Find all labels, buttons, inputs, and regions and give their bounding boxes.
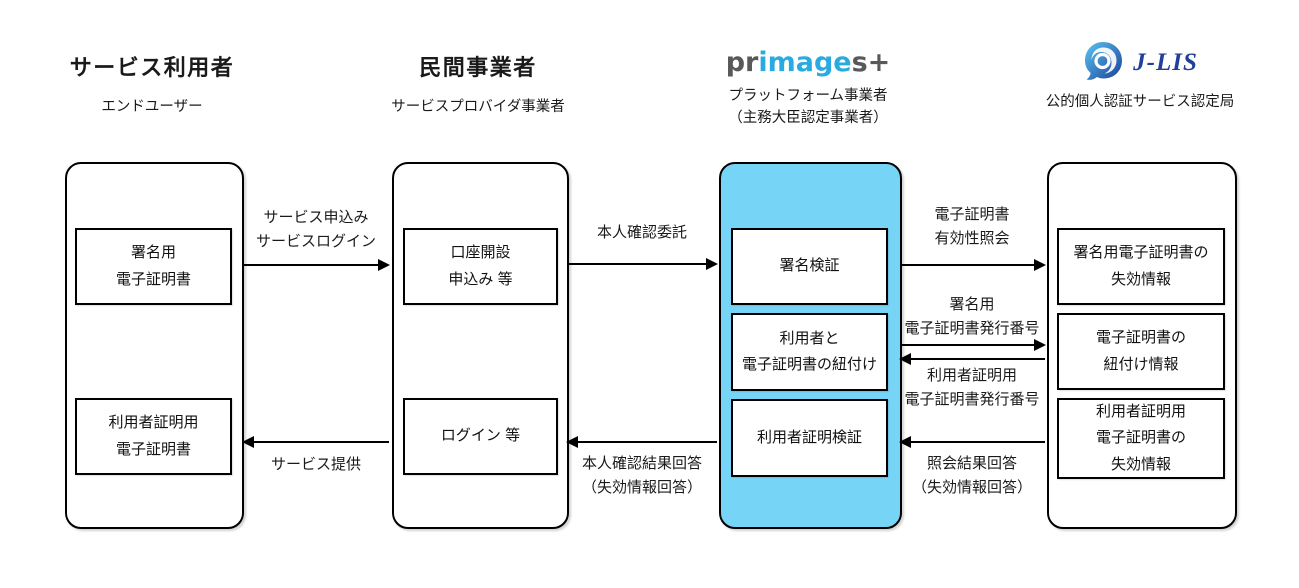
arrow-certificate-validity-inquiry [900, 259, 1046, 271]
arrow-shaft [576, 441, 717, 443]
box-user-certificate-linking: 利用者と 電子証明書の紐付け [731, 313, 888, 391]
arrow-shaft [909, 441, 1045, 443]
box-user-cert-revocation-info: 利用者証明用 電子証明書の 失効情報 [1057, 398, 1225, 479]
arrowhead-left-icon [899, 436, 911, 448]
column-header-jlis: J-LIS 公的個人認証サービス認定局 [1015, 41, 1265, 113]
box-user-certification-certificate: 利用者証明用 電子証明書 [75, 398, 232, 475]
arrow-service-provision [242, 436, 389, 448]
box-account-opening: 口座開設 申込み 等 [403, 228, 558, 305]
arrow-shaft [243, 264, 380, 266]
container-private-business: 口座開設 申込み 等 ログイン 等 [392, 162, 569, 529]
column-title: サービス利用者 [69, 55, 235, 80]
arrow-label-user-cert-serial: 利用者証明用 電子証明書発行番号 [904, 367, 1040, 409]
jlis-swirl-icon [1082, 41, 1124, 86]
arrow-shaft [252, 441, 389, 443]
arrow-identity-verification-result [566, 436, 717, 448]
arrow-label-identity-verification-delegation: 本人確認委託 [596, 224, 687, 241]
arrowhead-right-icon [1034, 339, 1046, 351]
arrow-identity-verification-delegation [567, 258, 718, 270]
container-jlis: 署名用電子証明書の 失効情報 電子証明書の 紐付け情報 利用者証明用 電子証明書… [1047, 162, 1237, 529]
column-subtitle: プラットフォーム事業者 （主務大臣認定事業者） [728, 87, 888, 127]
box-signature-cert-revocation-info: 署名用電子証明書の 失効情報 [1057, 228, 1225, 305]
box-user-certification-verification: 利用者証明検証 [731, 399, 888, 477]
arrow-service-application [243, 259, 390, 271]
arrowhead-right-icon [706, 258, 718, 270]
arrow-label-inquiry-result: 照会結果回答 （失効情報回答） [911, 455, 1032, 497]
box-certificate-linking-info: 電子証明書の 紐付け情報 [1057, 313, 1225, 390]
arrow-label-service-application: サービス申込み サービスログイン [255, 209, 376, 251]
primagest-logo: primages+ [698, 48, 918, 78]
arrow-label-signature-cert-serial: 署名用 電子証明書発行番号 [904, 296, 1040, 338]
primagest-logo-part1: pr [725, 47, 759, 78]
arrow-shaft [567, 263, 708, 265]
box-signature-certificate: 署名用 電子証明書 [75, 228, 232, 305]
column-subtitle: 公的個人認証サービス認定局 [1045, 94, 1235, 110]
arrow-shaft [900, 344, 1036, 346]
column-header-private-business: 民間事業者 サービスプロバイダ事業者 [368, 50, 588, 118]
primagest-logo-part2: image [758, 47, 852, 78]
column-header-service-user: サービス利用者 エンドユーザー [42, 50, 262, 118]
arrowhead-left-icon [566, 436, 578, 448]
arrowhead-left-icon [899, 353, 911, 365]
column-subtitle: サービスプロバイダ事業者 [391, 99, 565, 115]
arrowhead-right-icon [378, 259, 390, 271]
container-service-user: 署名用 電子証明書 利用者証明用 電子証明書 [65, 162, 244, 529]
primagest-logo-part3: s+ [851, 47, 891, 78]
box-signature-verification: 署名検証 [731, 228, 888, 305]
arrowhead-right-icon [1034, 259, 1046, 271]
arrow-shaft [909, 358, 1045, 360]
arrowhead-left-icon [242, 436, 254, 448]
jlis-logo: J-LIS [1015, 41, 1265, 86]
arrow-user-cert-serial [899, 353, 1045, 365]
container-platform: 署名検証 利用者と 電子証明書の紐付け 利用者証明検証 [719, 162, 902, 529]
column-subtitle: エンドユーザー [101, 99, 203, 115]
arrow-signature-cert-serial [900, 339, 1046, 351]
arrow-inquiry-result [899, 436, 1045, 448]
column-title: 民間事業者 [419, 55, 537, 80]
jlis-logo-text: J-LIS [1133, 49, 1198, 76]
arrow-label-identity-verification-result: 本人確認結果回答 （失効情報回答） [581, 455, 702, 497]
box-login: ログイン 等 [403, 398, 558, 475]
arrow-label-service-provision: サービス提供 [270, 456, 361, 473]
arrow-label-certificate-validity-inquiry: 電子証明書 有効性照会 [934, 206, 1010, 248]
column-header-platform: primages+ プラットフォーム事業者 （主務大臣認定事業者） [698, 48, 918, 130]
arrow-shaft [900, 264, 1036, 266]
